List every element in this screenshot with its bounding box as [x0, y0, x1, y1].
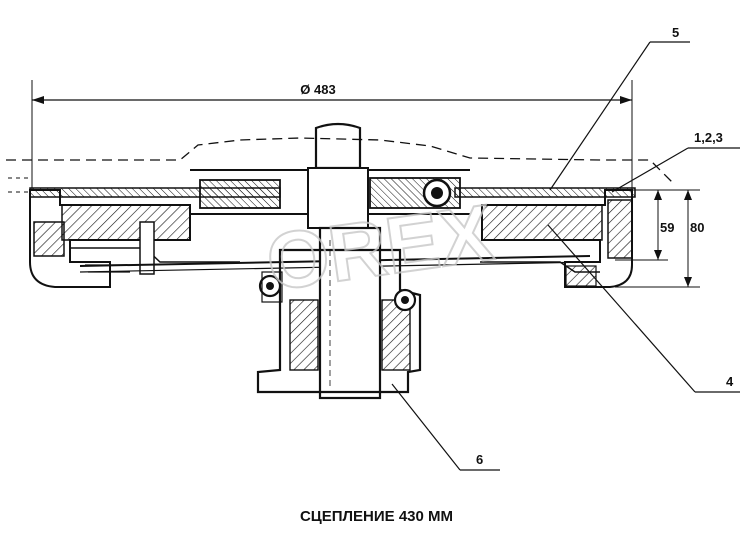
diameter-dimension: Ø 483: [31, 80, 633, 190]
diameter-label: Ø 483: [300, 82, 335, 97]
input-shaft: [307, 122, 382, 400]
callout-123: 1,2,3: [611, 130, 740, 193]
cover-left: [29, 187, 281, 288]
bearing-housing: [256, 248, 422, 394]
hub-section: [190, 169, 470, 215]
callout-5: 5: [549, 25, 690, 191]
height-dimensions: 59 80: [615, 189, 704, 288]
drawing-title: СЦЕПЛЕНИЕ 430 ММ: [299, 508, 454, 525]
callout-6-label: 6: [476, 452, 483, 467]
cover-right: [454, 187, 636, 288]
dimension-59-label: 59: [660, 220, 674, 235]
dimension-80-label: 80: [690, 220, 704, 235]
callout-4-label: 4: [726, 374, 734, 389]
callout-5-label: 5: [672, 25, 679, 40]
watermark-logo: OREX: [261, 188, 498, 308]
callout-123-label: 1,2,3: [694, 130, 723, 145]
flywheel-outline: [6, 137, 676, 193]
callout-4: 4: [547, 224, 740, 393]
callout-6: 6: [391, 383, 500, 471]
